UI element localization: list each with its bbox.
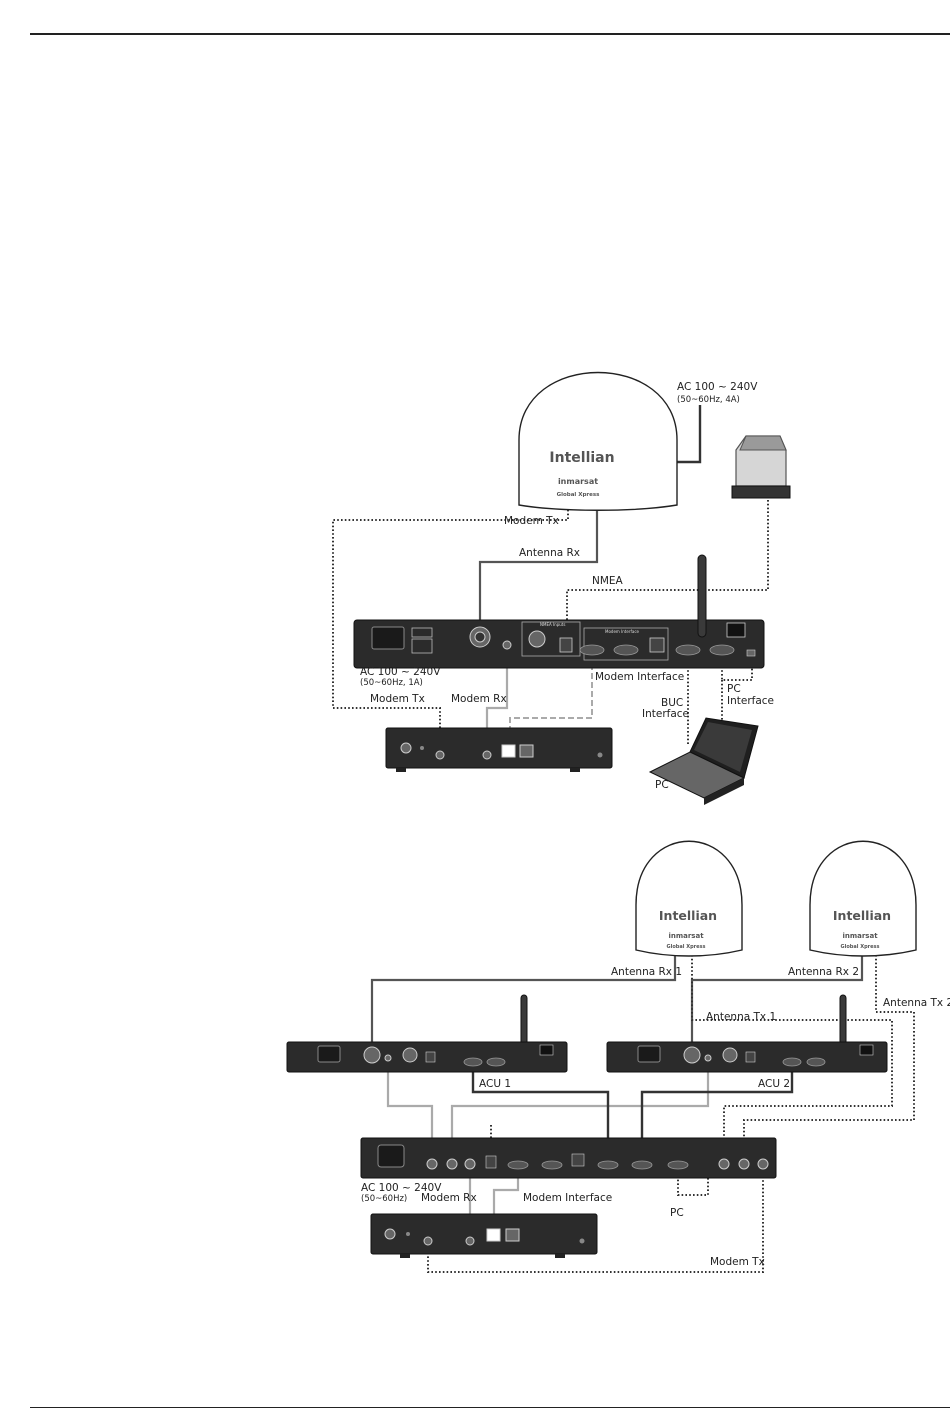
acu-device-1: NMEA Inputs Modem Interface (353, 554, 765, 669)
acu2-label: ACU 2 (758, 1078, 790, 1090)
modem-tx-label: Modem Tx (370, 693, 425, 705)
antenna-dome-1: Intellian inmarsat Global Xpress (518, 371, 678, 511)
antenna-sub2-2a: Global Xpress (667, 944, 706, 950)
modem-tx-cable-1 (332, 506, 569, 745)
acu-device-2a (286, 994, 568, 1073)
antenna-sub2-1: Global Xpress (557, 492, 601, 498)
laptop-pc-1 (648, 717, 759, 805)
acu-power-label: AC 100 ~ 240V (360, 666, 441, 678)
pc-interface-label-2: Interface (727, 695, 774, 707)
modem-tx-cable-2 (427, 1172, 764, 1273)
acu2-modem-rx-light (450, 1060, 710, 1160)
buc-label-2: Interface (642, 708, 689, 720)
nmea-label: NMEA (592, 575, 624, 587)
modem-tx-top-label: Modem Tx (504, 515, 559, 527)
antenna-sub1-2a: inmarsat (668, 932, 704, 940)
modem-interface-label-2: Modem Interface (523, 1192, 612, 1204)
antenna-switch-device (360, 1137, 777, 1179)
modem-2 (370, 1213, 598, 1258)
antenna-rx1-label: Antenna Rx 1 (611, 966, 682, 978)
acu2-control-cable (640, 1070, 794, 1160)
acu-nmea-panel-label: NMEA Inputs (540, 622, 565, 627)
antenna-tx1-label: Antenna Tx 1 (706, 1011, 776, 1023)
antenna-sub2-2b: Global Xpress (841, 944, 880, 950)
power-antenna-label: AC 100 ~ 240V (677, 381, 758, 393)
acu-modem-panel-label: Modem Interface (605, 629, 640, 634)
pc-label-1: PC (655, 779, 669, 791)
diagram-single-antenna: Intellian inmarsat Global Xpress NMEA In… (332, 371, 791, 805)
pc-interface-label: PC (727, 683, 741, 695)
modem-tx-label-2: Modem Tx (710, 1256, 765, 1268)
antenna-rx2-label: Antenna Rx 2 (788, 966, 859, 978)
buc-label: BUC (661, 697, 683, 709)
modem-interface-cable-2 (492, 1170, 520, 1232)
switch-power-spec: (50~60Hz) (361, 1194, 407, 1204)
nmea-cable (566, 500, 769, 648)
antenna-tx2-label: Antenna Tx 2 (883, 997, 950, 1009)
antenna-rx-cable-1 (478, 508, 599, 637)
pc-cable-2 (677, 1172, 709, 1196)
antenna-dome-2b: Intellian inmarsat Global Xpress (809, 840, 917, 957)
acu1-label: ACU 1 (479, 1078, 511, 1090)
antenna-brand-2a: Intellian (659, 908, 717, 923)
bottom-rule (30, 1407, 950, 1408)
pc-label-2: PC (670, 1207, 684, 1219)
antenna-tx1-cable (691, 955, 893, 1160)
antenna-tx2-cable (743, 955, 915, 1160)
antenna-rx-label: Antenna Rx (519, 547, 580, 559)
gps-sensor (731, 435, 791, 499)
antenna-sub1-2b: inmarsat (842, 932, 878, 940)
acu1-modem-rx-light (386, 1060, 434, 1160)
modem-rx-label: Modem Rx (451, 693, 507, 705)
antenna-dome-2a: Intellian inmarsat Global Xpress (635, 840, 743, 957)
antenna-brand-1: Intellian (549, 450, 614, 466)
top-rule (30, 33, 950, 35)
antenna-rx1-cable (370, 955, 677, 1052)
acu1-control-cable (471, 1070, 610, 1160)
modem-interface-label: Modem Interface (595, 671, 684, 683)
modem-rx-label-2: Modem Rx (421, 1192, 477, 1204)
modem-1 (385, 727, 613, 772)
acu-power-spec: (50~60Hz, 1A) (360, 678, 423, 688)
antenna-sub1-1: inmarsat (558, 477, 598, 486)
power-antenna-spec: (50~60Hz, 4A) (677, 395, 740, 405)
acu-device-2b (606, 994, 888, 1073)
antenna-brand-2b: Intellian (833, 908, 891, 923)
switch-power-label: AC 100 ~ 240V (361, 1182, 442, 1194)
diagram-dual-antenna: Intellian inmarsat Global Xpress Intelli… (286, 840, 950, 1273)
